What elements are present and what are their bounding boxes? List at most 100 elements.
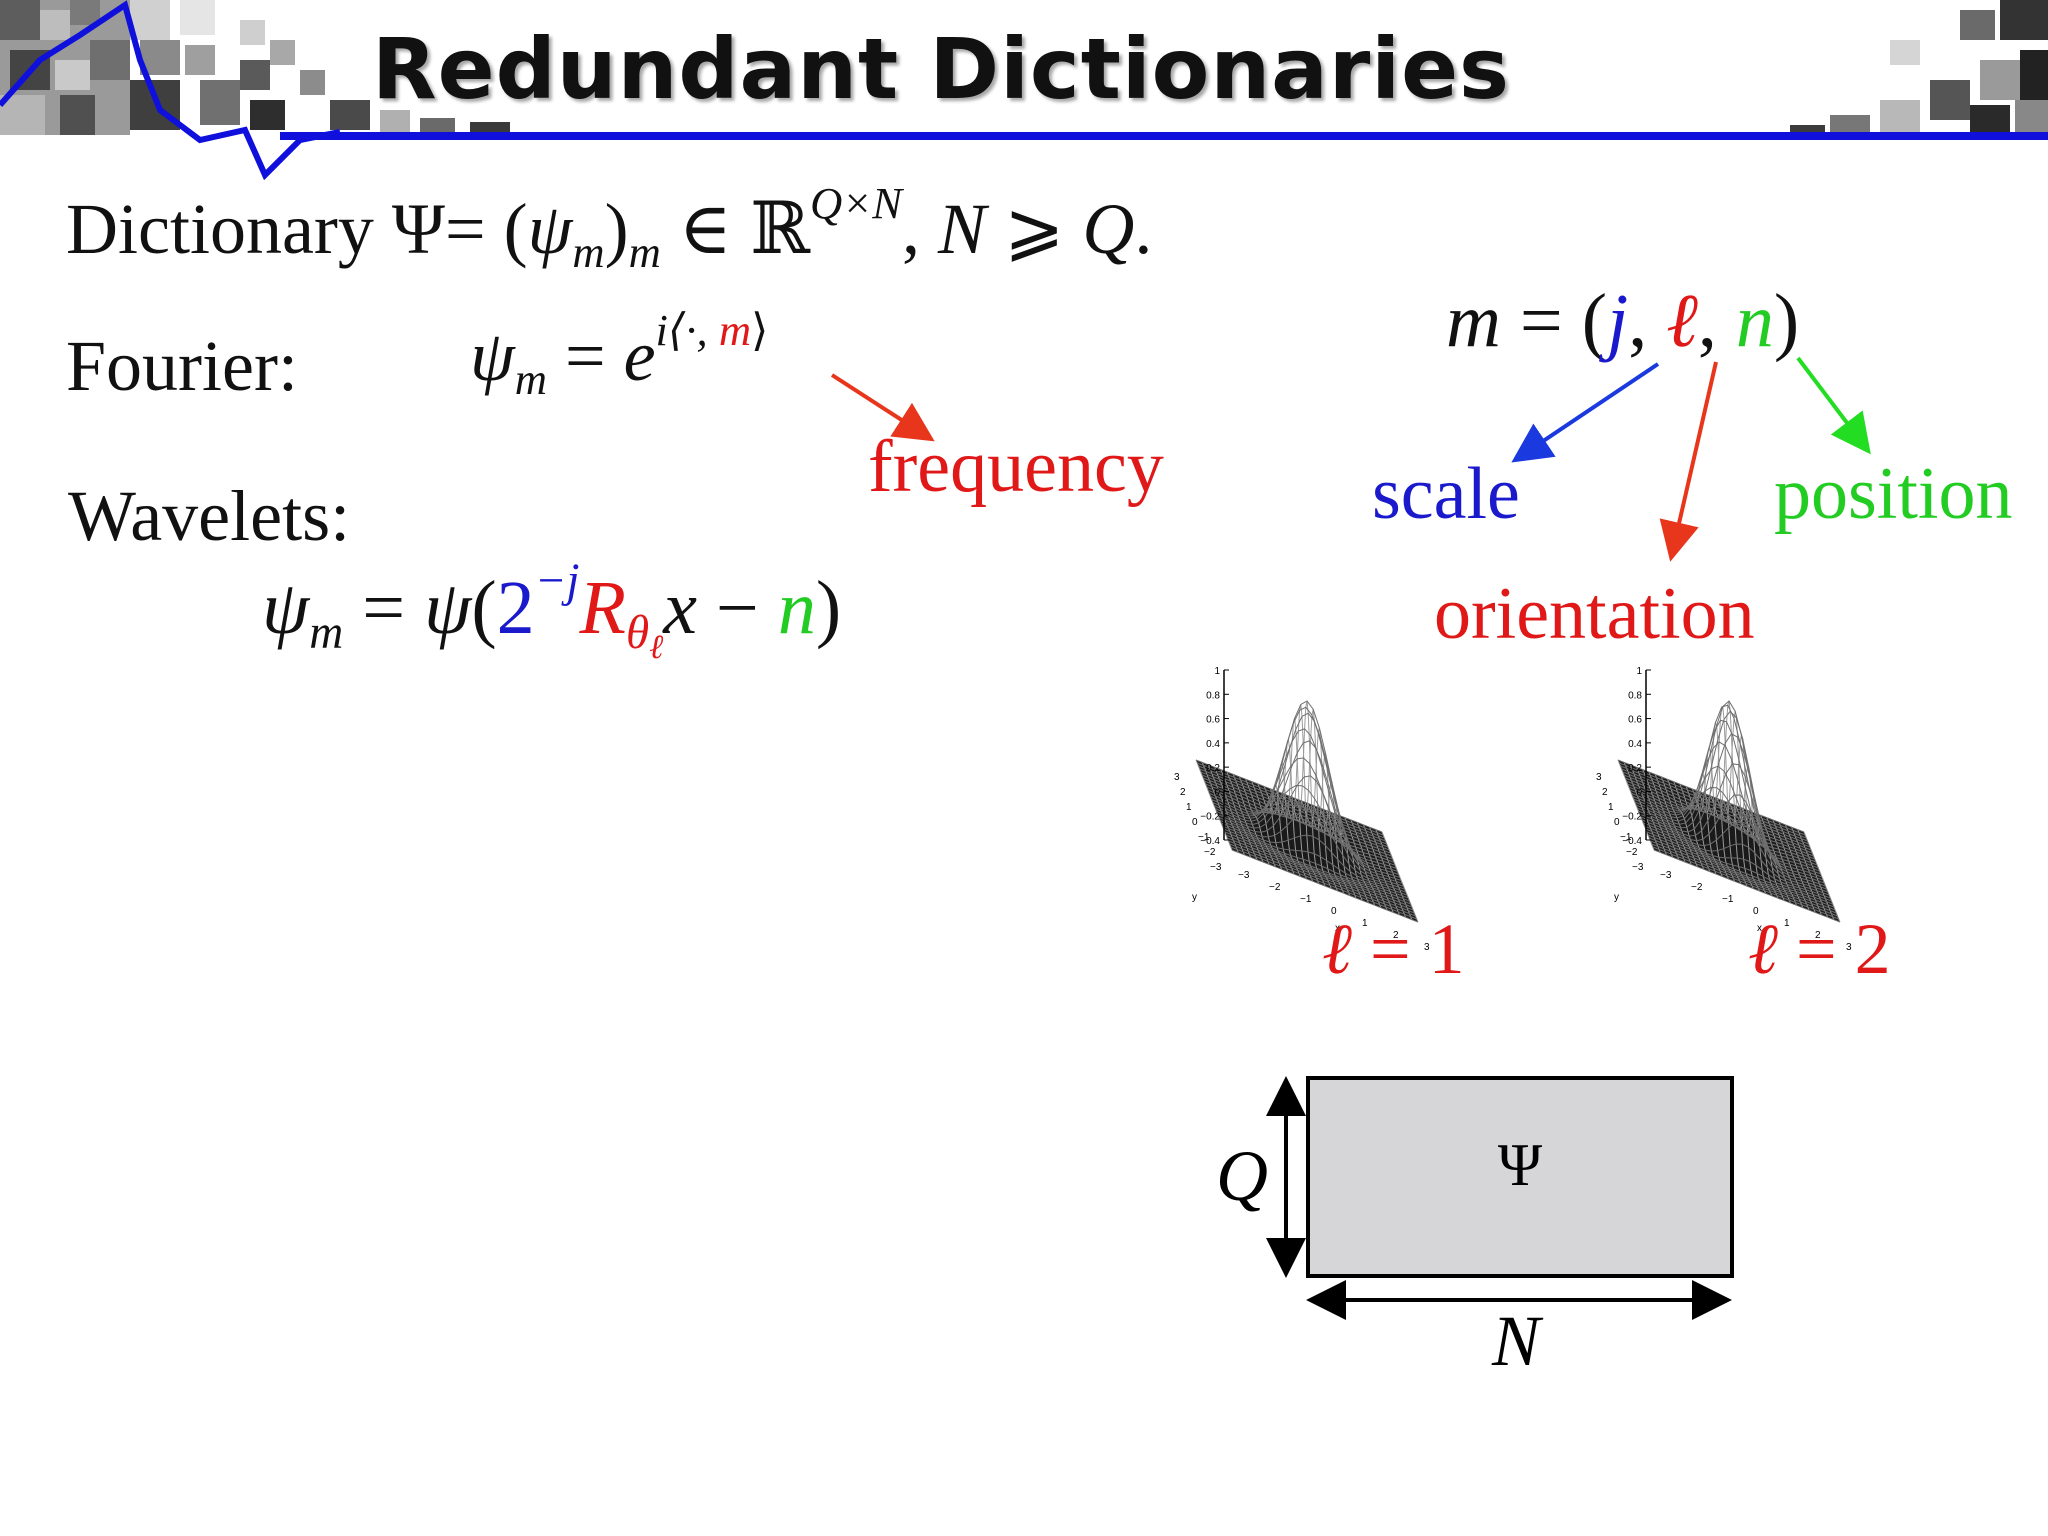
mesh-line-v xyxy=(1626,780,1813,854)
mesh-line-v xyxy=(1199,768,1386,842)
mesh-line-v xyxy=(1221,822,1408,896)
y-tick-label: 2 xyxy=(1180,787,1186,798)
comma2: , xyxy=(1697,279,1736,363)
wavelets-label: Wavelets: xyxy=(68,476,351,556)
z-tick-label: 0.8 xyxy=(1628,690,1642,701)
comma: , xyxy=(902,189,939,269)
x-var: x xyxy=(663,566,697,650)
x-tick-label: −3 xyxy=(1238,870,1250,881)
mesh-line-v xyxy=(1216,740,1403,884)
close-paren: ) xyxy=(604,189,629,269)
two: 2 xyxy=(496,566,535,650)
mesh-line-v xyxy=(1617,759,1805,833)
m: m xyxy=(1446,279,1501,363)
lena-mosaic-left xyxy=(0,0,510,138)
mesh-line-v xyxy=(1634,704,1821,875)
z-tick-label: 0.4 xyxy=(1206,739,1220,750)
mesh-line-v xyxy=(1214,712,1402,881)
equals: = ( xyxy=(1500,279,1608,363)
x-tick-label: 0 xyxy=(1753,906,1759,917)
x-tick-label: 0 xyxy=(1331,906,1337,917)
geq: ⩾ xyxy=(986,189,1083,269)
mesh-line-v xyxy=(1217,775,1404,887)
j: j xyxy=(1607,279,1629,363)
mesh-line-v xyxy=(1231,849,1419,923)
index-equation: m = (j, ℓ, n) xyxy=(1446,278,1799,365)
mesh-line-v xyxy=(1625,777,1812,851)
x-tick-label: 3 xyxy=(1424,942,1430,953)
matrix-psi: Ψ xyxy=(1498,1132,1543,1198)
dictionary-word: Dictionary xyxy=(66,189,374,269)
x-tick-label: 3 xyxy=(1846,942,1852,953)
mesh-line-v xyxy=(1645,828,1832,902)
z-tick-label: −0.4 xyxy=(1200,836,1220,847)
mesh-line-v xyxy=(1197,762,1384,836)
psi-symbol: Ψ xyxy=(391,189,446,269)
mesh-line-v xyxy=(1643,822,1830,896)
z-tick-label: 0 xyxy=(1636,787,1642,798)
matrix-Q: Q xyxy=(1216,1136,1268,1216)
psi: ψ xyxy=(262,566,310,650)
ell: ℓ xyxy=(649,629,664,667)
close-paren: ) xyxy=(815,566,842,650)
y-tick-label: −2 xyxy=(1204,847,1216,858)
mesh-line-v xyxy=(1203,777,1390,851)
open-paren: ( xyxy=(471,566,497,650)
period: . xyxy=(1134,189,1153,269)
psi: ψ xyxy=(470,316,515,396)
z-tick-label: −0.2 xyxy=(1200,812,1220,823)
mesh-line-v xyxy=(1628,786,1815,860)
mesh-line-v xyxy=(1198,765,1385,839)
mesh-line-v xyxy=(1653,849,1841,923)
mesh-line-v xyxy=(1210,757,1397,869)
mesh-line-v xyxy=(1223,828,1410,902)
y-tick-label: 3 xyxy=(1596,772,1602,783)
n-var: n xyxy=(777,566,816,650)
mesh-line-v xyxy=(1644,825,1831,899)
z-tick-label: 0.4 xyxy=(1628,739,1642,750)
z-tick-label: −0.4 xyxy=(1622,836,1642,847)
frequency-arrow xyxy=(830,373,935,442)
in-reals: ∈ ℝ xyxy=(660,189,810,269)
mesh-line-v xyxy=(1631,765,1818,866)
comma1: , xyxy=(1628,279,1667,363)
y-tick-label: −3 xyxy=(1632,862,1644,873)
mesh-line-v xyxy=(1650,840,1837,914)
mesh-line-v xyxy=(1230,846,1417,920)
mesh-line-v xyxy=(1649,837,1836,911)
mesh-line-v xyxy=(1228,840,1415,914)
scale-annotation: scale xyxy=(1372,453,1520,535)
z-tick-label: 1 xyxy=(1214,666,1220,677)
z-tick-label: 0 xyxy=(1214,787,1220,798)
surface-base xyxy=(1618,760,1840,922)
header-decoration xyxy=(0,0,2048,181)
mesh-line-v xyxy=(1647,834,1835,908)
mesh-line-v xyxy=(1621,768,1808,842)
exp-prefix: i⟨·, xyxy=(655,305,719,356)
matrix-N: N xyxy=(1491,1301,1544,1380)
orientation-arrow xyxy=(1659,361,1718,562)
y-tick-label: 1 xyxy=(1608,802,1614,813)
x-tick-label: −2 xyxy=(1691,882,1703,893)
x-tick-label: −2 xyxy=(1269,882,1281,893)
dimension-superscript: Q×N xyxy=(809,178,903,229)
wavelet-equation: ψm = ψ(2−jRθℓx − n) xyxy=(262,555,842,666)
psi-mother: ψ xyxy=(424,566,472,650)
N-symbol: N xyxy=(938,189,987,269)
slide-header: Redundant Dictionaries xyxy=(0,0,2048,190)
mesh-line-v xyxy=(1219,819,1407,893)
mesh-line-v xyxy=(1201,774,1389,848)
surface-plot-2: 10.80.60.40.20−0.2−0.4−3−2−101233210−1−2… xyxy=(1596,666,1852,953)
z-tick-label: 0.6 xyxy=(1206,715,1220,726)
y-tick-label: 2 xyxy=(1602,787,1608,798)
mesh-line-v xyxy=(1205,783,1392,857)
mesh-line-v xyxy=(1211,728,1398,872)
mesh-line-v xyxy=(1629,787,1817,863)
ell: ℓ xyxy=(1322,909,1352,989)
z-tick-label: −0.2 xyxy=(1622,812,1642,823)
x-axis-label: x xyxy=(1335,923,1340,934)
mesh-line-v xyxy=(1224,831,1411,905)
position-annotation: position xyxy=(1774,453,2013,535)
mesh-line-v xyxy=(1633,719,1820,872)
